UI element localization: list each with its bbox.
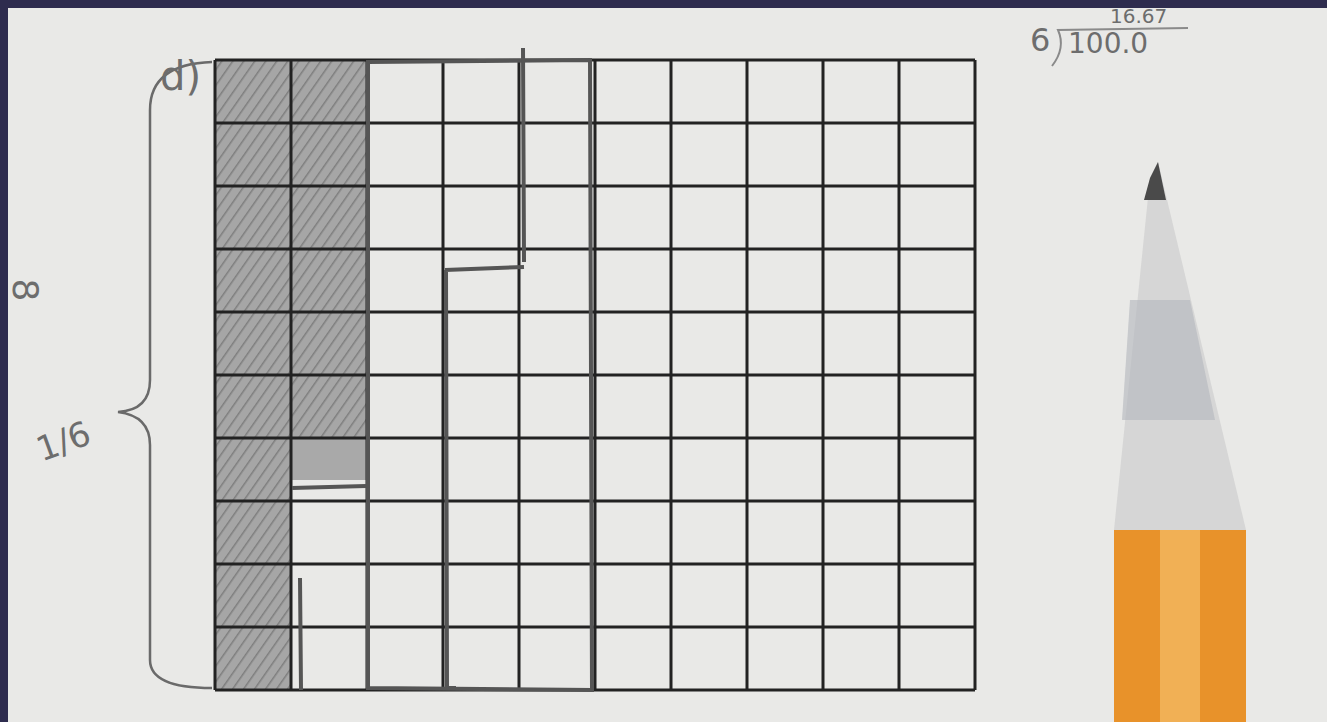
- label-slot: 6: [1030, 24, 1050, 56]
- pencil-highlight: [1160, 530, 1200, 722]
- handwritten-label: 16.67: [1110, 6, 1167, 26]
- label-slot: 100.0: [1068, 30, 1148, 58]
- pencil-body: [1114, 530, 1246, 722]
- label-slot: 1/6: [36, 424, 91, 458]
- handwritten-label: 8: [7, 279, 43, 302]
- division-bracket: [1052, 28, 1188, 66]
- handwritten-label: 100.0: [1068, 30, 1148, 58]
- handwritten-label: d): [160, 56, 201, 96]
- pencil-lead: [1144, 162, 1166, 200]
- shaded-part-cell: [291, 438, 367, 480]
- brace: [118, 62, 212, 688]
- pencil: [1114, 162, 1246, 722]
- pencil-mark: [292, 48, 524, 690]
- pencil-shade: [1122, 300, 1215, 420]
- hundred-grid: [215, 60, 975, 690]
- label-slot: 8: [14, 272, 37, 308]
- pencil-outline: [368, 60, 592, 690]
- handwritten-label: 6: [1030, 24, 1050, 56]
- label-slot: d): [160, 56, 201, 96]
- handwritten-label: 1/6: [32, 416, 95, 467]
- label-slot: 16.67: [1110, 6, 1167, 27]
- pencil-wood: [1114, 162, 1246, 530]
